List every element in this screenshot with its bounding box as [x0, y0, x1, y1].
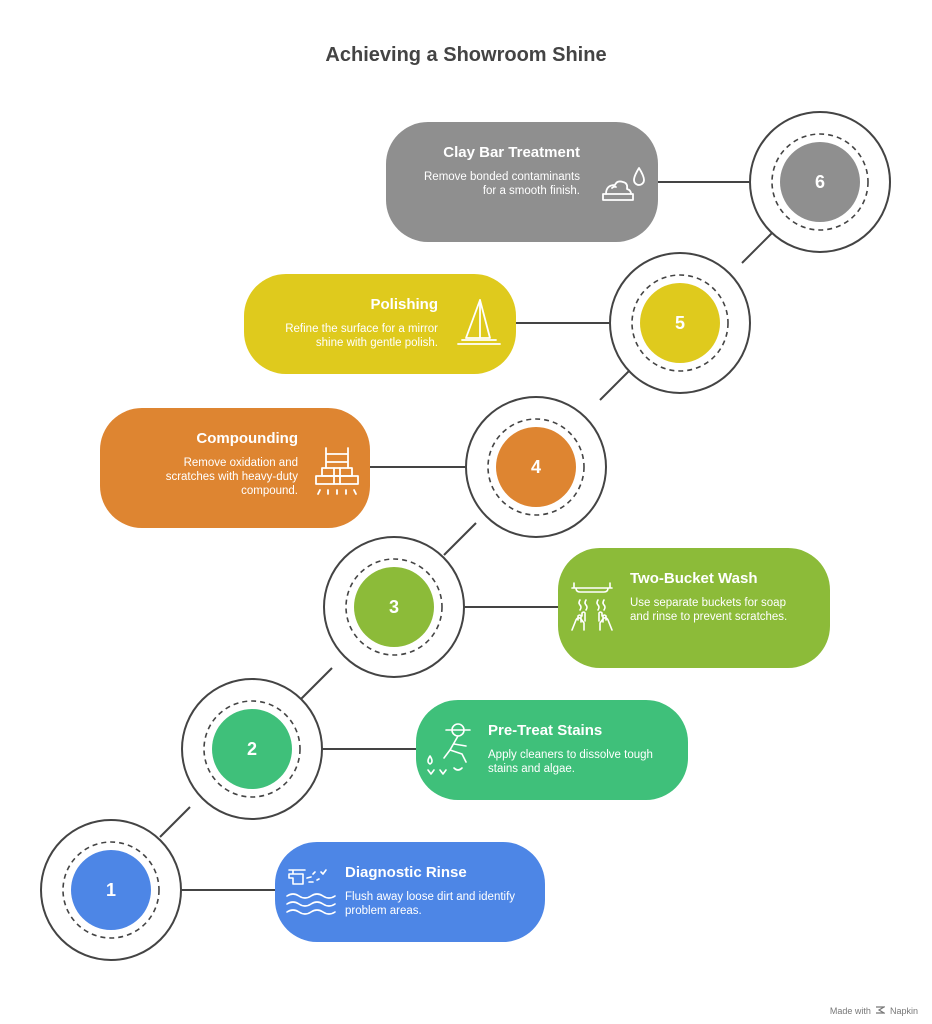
step-number-2: 2 [247, 739, 257, 759]
step-card-polishing: Polishing Refine the surface for a mirro… [244, 274, 516, 374]
connector-3-4 [443, 522, 477, 556]
footer-brand: Napkin [889, 1006, 918, 1016]
step-description: Refine the surface for a mirror shine wi… [285, 323, 438, 349]
page-title: Achieving a Showroom Shine [325, 44, 607, 66]
step-title: Pre-Treat Stains [488, 722, 603, 739]
step-card-clay-bar-treatment: Clay Bar Treatment Remove bonded contami… [386, 122, 658, 242]
connector-1-2 [159, 806, 191, 838]
step-number-4: 4 [531, 457, 541, 477]
step-description: Remove oxidation and scratches with heav… [165, 457, 298, 497]
compound-machine-icon [315, 447, 359, 495]
step-number-6: 6 [815, 172, 825, 192]
step-number-1: 1 [106, 880, 116, 900]
cleaning-person-icon [427, 723, 471, 775]
step-title: Diagnostic Rinse [345, 864, 467, 881]
step-number-5: 5 [675, 313, 685, 333]
step-title: Clay Bar Treatment [443, 144, 580, 161]
step-badge-6: 6 [749, 111, 891, 253]
hand-wash-icon [571, 582, 613, 631]
napkin-logo-icon [876, 1006, 887, 1014]
step-badge-3: 3 [323, 536, 465, 678]
step-card-pre-treat-stains: Pre-Treat Stains Apply cleaners to disso… [416, 700, 688, 800]
sailboat-icon [457, 299, 501, 345]
connector-2-3 [299, 667, 333, 701]
step-description: Apply cleaners to dissolve tough stains … [488, 749, 653, 775]
step-badge-1: 1 [40, 819, 182, 961]
step-title: Compounding [196, 430, 298, 447]
step-title: Polishing [370, 296, 439, 313]
step-card-diagnostic-rinse: Diagnostic Rinse Flush away loose dirt a… [275, 842, 545, 942]
step-description: Use separate buckets for soap and rinse … [630, 597, 788, 623]
step-description: Remove bonded contaminants for a smooth … [424, 171, 580, 197]
step-card-two-bucket-wash: Two-Bucket Wash Use separate buckets for… [558, 548, 830, 668]
connector-4-5 [599, 367, 633, 401]
connector-5-6 [741, 230, 775, 264]
step-badge-2: 2 [181, 678, 323, 820]
step-description: Flush away loose dirt and identify probl… [345, 891, 516, 917]
step-title: Two-Bucket Wash [630, 570, 758, 587]
step-badge-4: 4 [465, 396, 607, 538]
faucet-water-icon [286, 869, 336, 915]
step-badge-5: 5 [609, 252, 751, 394]
soap-drop-icon [602, 167, 645, 201]
footer-credit: Made with Napkin [830, 1005, 918, 1016]
footer-made-with: Made with [829, 1006, 871, 1016]
step-number-3: 3 [389, 597, 399, 617]
step-card-compounding: Compounding Remove oxidation and scratch… [100, 408, 370, 528]
